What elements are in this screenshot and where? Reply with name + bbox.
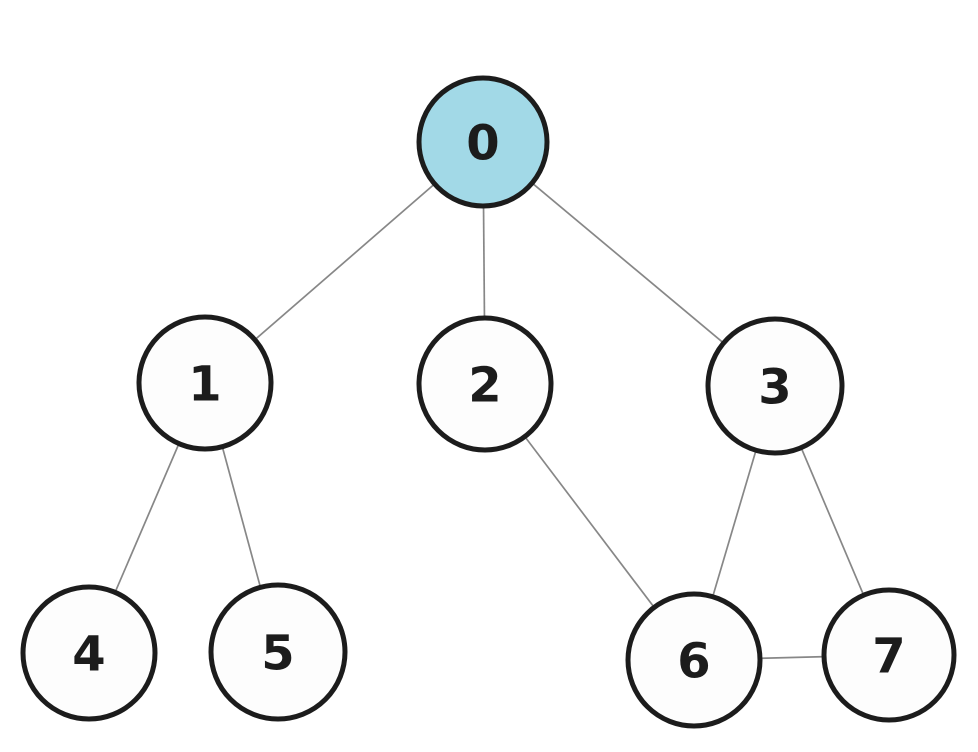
node-circle-7 [821,587,957,723]
node-layer: 0 1 2 3 4 5 6 7 [20,75,957,729]
node-label-0: 0 [466,115,499,171]
node-label-5: 5 [261,625,294,681]
node-circle-3 [705,316,845,456]
node-label-6: 6 [677,633,710,689]
node-circle-1 [136,314,274,452]
node-circle-5 [208,582,348,722]
node-1: 1 [136,314,274,452]
node-circle-0 [416,75,550,209]
node-3: 3 [705,316,845,456]
node-4: 4 [20,584,158,722]
node-label-3: 3 [758,359,791,415]
node-0: 0 [416,75,550,209]
node-circle-6 [625,591,763,729]
node-2: 2 [416,315,554,453]
node-label-2: 2 [468,357,501,413]
node-circle-2 [416,315,554,453]
node-7: 7 [821,587,957,723]
node-circle-4 [20,584,158,722]
node-label-1: 1 [188,356,221,412]
node-label-4: 4 [72,626,105,682]
node-label-7: 7 [872,628,905,684]
node-5: 5 [208,582,348,722]
node-6: 6 [625,591,763,729]
